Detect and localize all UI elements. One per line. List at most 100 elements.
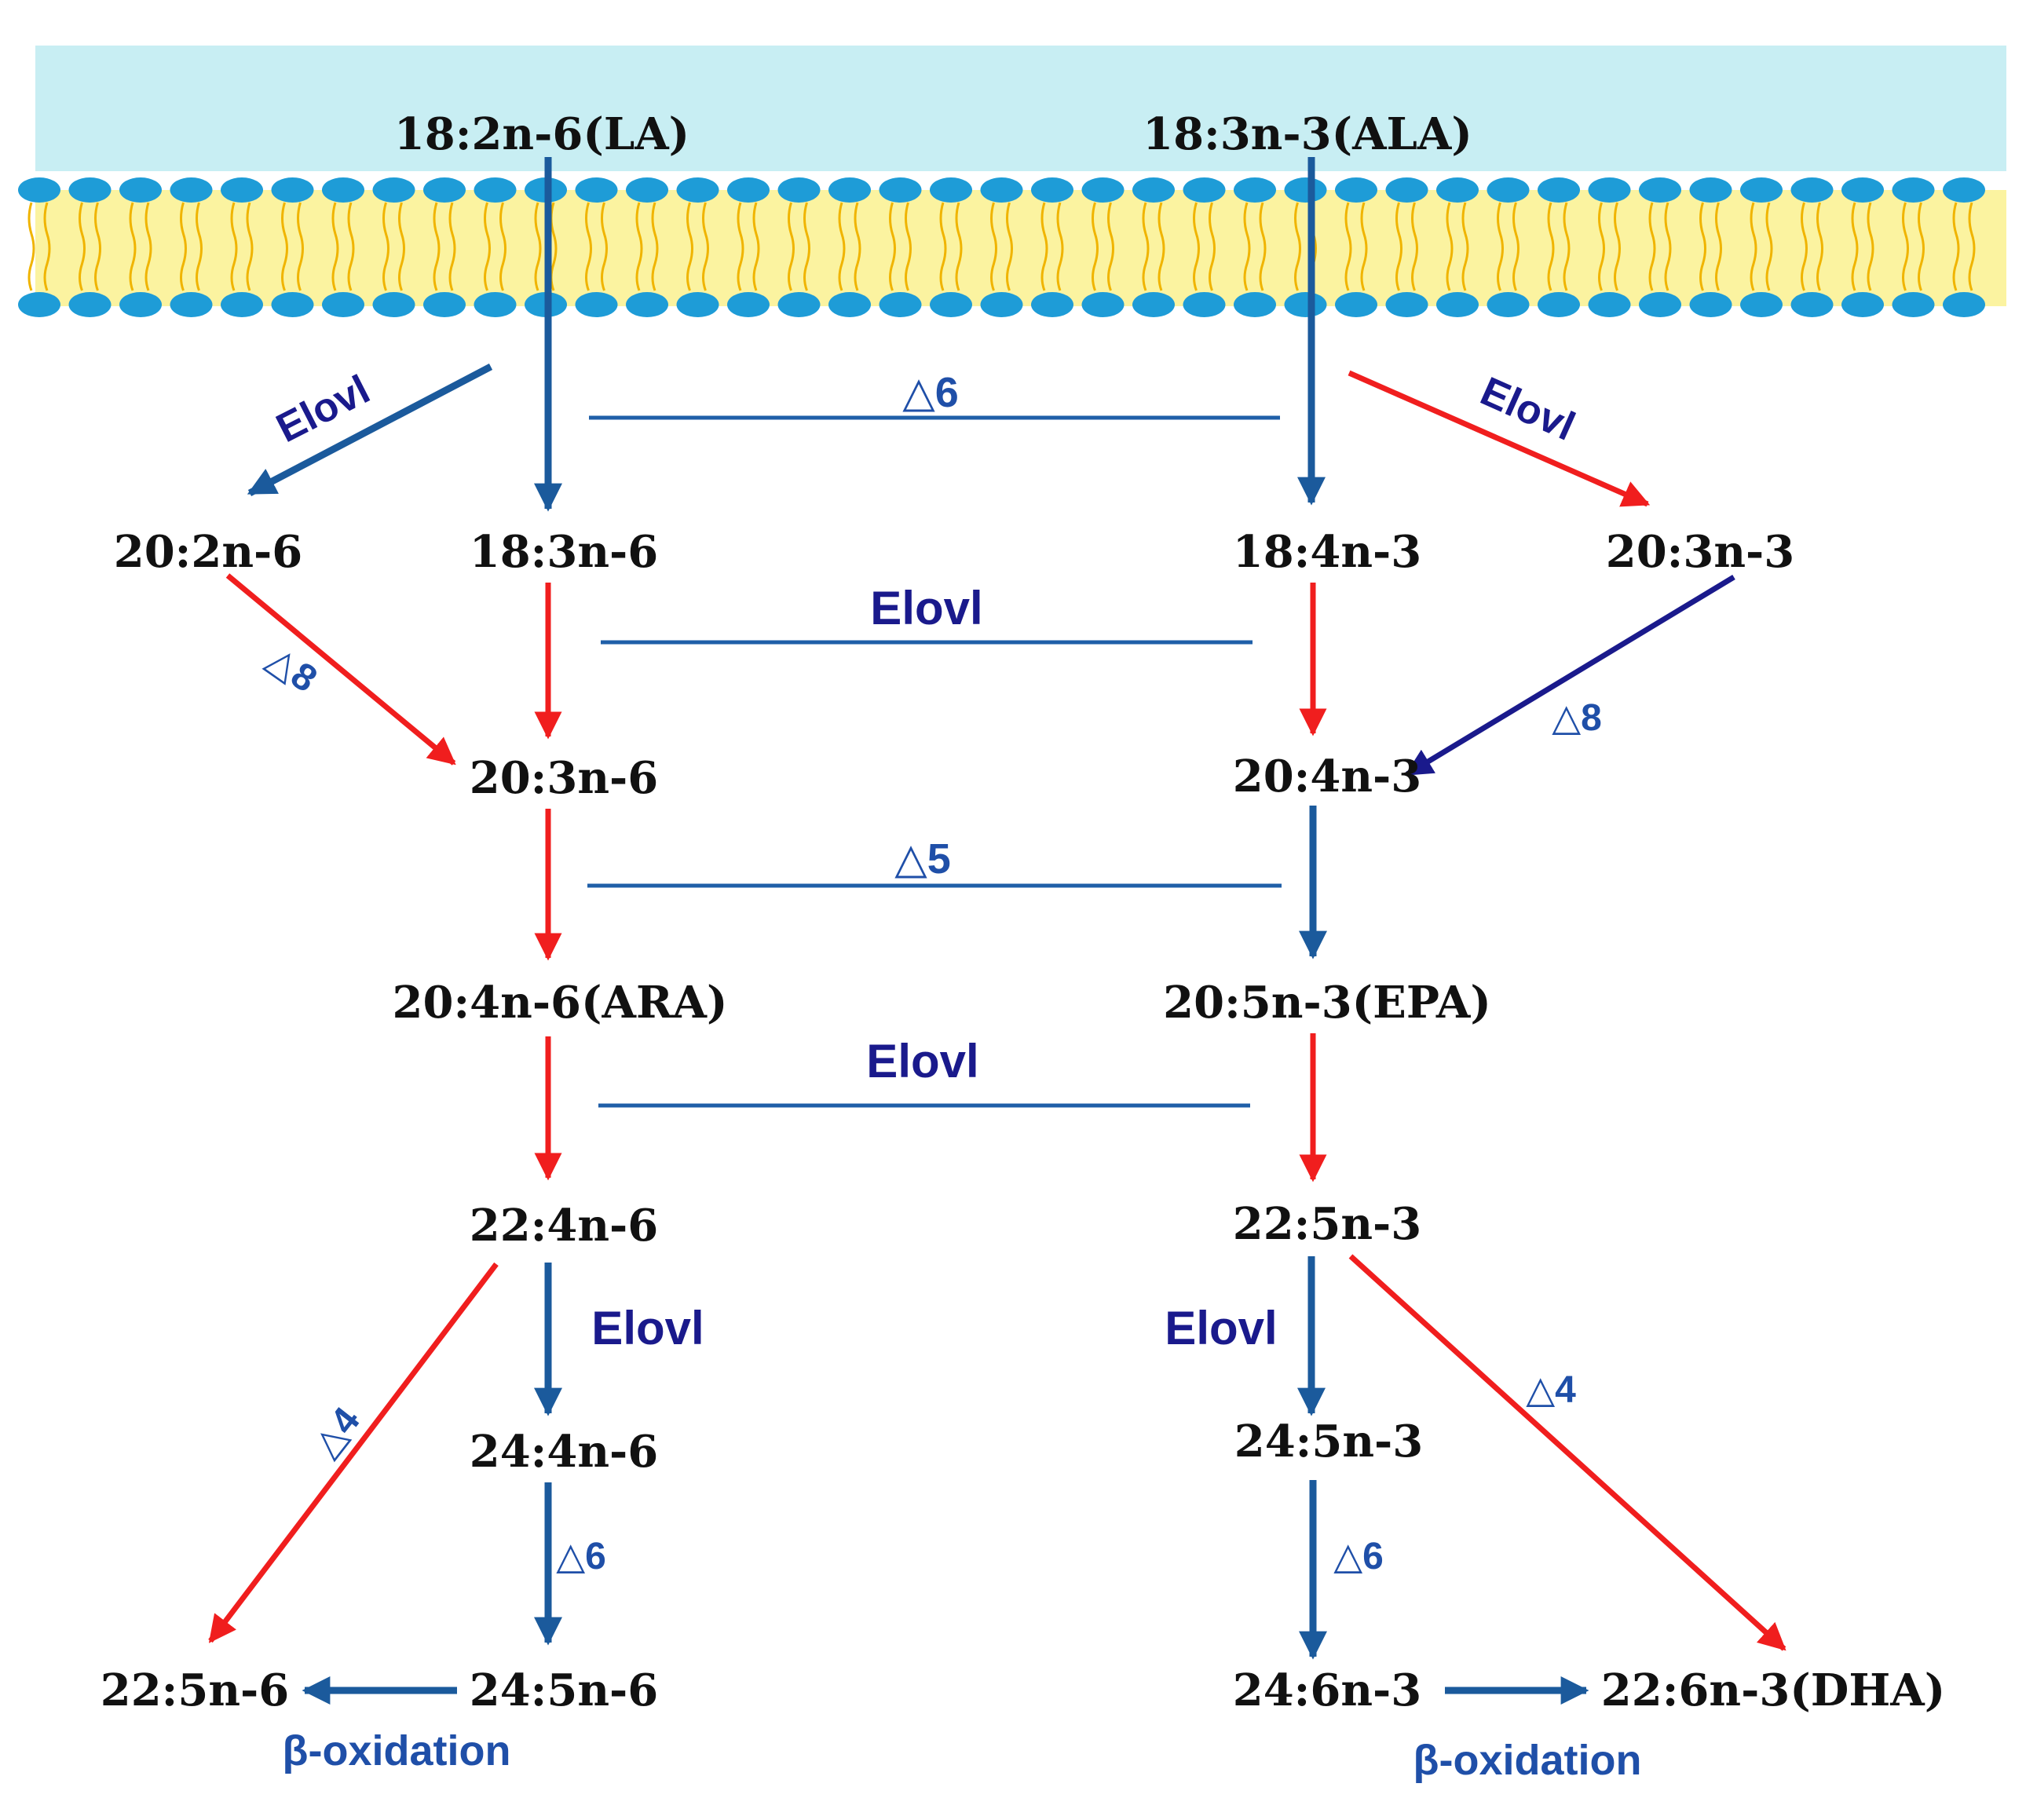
- lipid-tail: [1107, 202, 1114, 291]
- compound-20-3n6: 20:3n-6: [470, 752, 659, 804]
- lipid-tail: [297, 202, 304, 291]
- lipid-tail: [585, 202, 592, 291]
- enzyme-elovl-left-diagonal: Elovl: [269, 367, 377, 451]
- lipid-tail: [1902, 202, 1909, 291]
- lipid-heads-top-row: [18, 177, 1985, 203]
- lipid-head: [879, 177, 922, 203]
- lipid-tail: [990, 202, 997, 291]
- enzyme-labels: Elovl Elovl △6 Elovl △8 △8 △5 Elovl Elov…: [259, 367, 1641, 1784]
- lipid-head: [1335, 292, 1377, 317]
- lipid-head: [474, 292, 517, 317]
- lipid-tail: [1411, 202, 1418, 291]
- arrow-22-5n3-to-dha: [1348, 1254, 1786, 1651]
- lipid-head: [575, 177, 618, 203]
- lipid-head: [626, 292, 668, 317]
- compound-20-2n6: 20:2n-6: [114, 526, 303, 578]
- compound-18-3n6: 18:3n-6: [470, 526, 659, 578]
- lipid-head: [727, 292, 770, 317]
- lipid-tail: [1360, 202, 1368, 291]
- lipid-tail: [651, 202, 659, 291]
- lipid-tail: [1157, 202, 1165, 291]
- compound-22-4n6: 22:4n-6: [470, 1200, 659, 1252]
- lipid-head: [423, 177, 466, 203]
- lipid-head: [777, 177, 821, 203]
- arrow-la-to-20-2n6: [247, 364, 493, 496]
- lipid-tail: [854, 202, 861, 291]
- lipid-head: [474, 177, 517, 203]
- lipid-head: [1740, 177, 1783, 203]
- lipid-head: [879, 292, 922, 317]
- compound-22-5n6: 22:5n-6: [101, 1665, 290, 1716]
- lipid-tail: [1547, 202, 1555, 291]
- lipid-head: [930, 292, 972, 317]
- lipid-heads-bottom-row: [18, 292, 1985, 317]
- compound-ara: 20:4n-6(ARA): [393, 977, 728, 1029]
- lipid-tail: [838, 202, 846, 291]
- lipid-tail: [347, 202, 355, 291]
- lipid-head: [1183, 177, 1226, 203]
- cell-membrane: [18, 46, 2006, 317]
- lipid-tail: [1614, 202, 1621, 291]
- lipid-tail: [1395, 202, 1402, 291]
- lipid-tail: [803, 202, 810, 291]
- lipid-head: [930, 177, 972, 203]
- lipid-head: [68, 177, 112, 203]
- lipid-head: [1740, 292, 1783, 317]
- lipid-tail: [955, 202, 963, 291]
- lipid-tail: [1142, 202, 1150, 291]
- enzyme-elovl-row2: Elovl: [870, 582, 982, 634]
- arrow-20-2n6-to-20-3n6: [225, 573, 456, 766]
- compound-20-3n3: 20:3n-3: [1606, 526, 1795, 578]
- lipid-tail: [686, 202, 693, 291]
- lipid-head: [1790, 177, 1834, 203]
- enzyme-d4-right: △4: [1526, 1369, 1576, 1411]
- lipid-head: [1436, 177, 1479, 203]
- lipid-head: [1335, 177, 1377, 203]
- lipid-head: [1943, 177, 1985, 203]
- lipid-head: [1132, 292, 1175, 317]
- enzyme-elovl-left-vertical: Elovl: [591, 1302, 704, 1354]
- lipid-tail: [534, 202, 542, 291]
- lipid-tail: [1867, 202, 1874, 291]
- lipid-tail: [1209, 202, 1216, 291]
- lipid-tail: [1193, 202, 1200, 291]
- lipid-head: [18, 177, 60, 203]
- lipid-tail: [1512, 202, 1520, 291]
- enzyme-elovl-row4: Elovl: [866, 1035, 978, 1087]
- enzyme-d6-right-bottom: △6: [1333, 1536, 1384, 1577]
- lipid-head: [1588, 177, 1631, 203]
- lipid-tail: [1243, 202, 1251, 291]
- arrow-20-3n3-to-20-4n3: [1405, 575, 1735, 777]
- lipid-head: [119, 292, 162, 317]
- lipid-head: [271, 292, 314, 317]
- lipid-tail: [1598, 202, 1605, 291]
- lipid-tails: [27, 202, 1976, 291]
- lipid-tail: [43, 202, 51, 291]
- extracellular-space: [35, 46, 2006, 171]
- lipid-tail: [889, 202, 896, 291]
- lipid-tail: [1259, 202, 1267, 291]
- lipid-head: [676, 292, 719, 317]
- lipid-tail: [1563, 202, 1571, 291]
- compound-la: 18:2n-6(LA): [394, 108, 689, 160]
- compound-epa: 20:5n-3(EPA): [1163, 977, 1491, 1029]
- lipid-tail: [180, 202, 187, 291]
- compound-20-4n3: 20:4n-3: [1233, 751, 1422, 802]
- lipid-head: [1639, 177, 1681, 203]
- lipid-tail: [1056, 202, 1064, 291]
- lipid-head: [1588, 292, 1631, 317]
- lipid-head: [221, 292, 263, 317]
- lipid-tail: [230, 202, 238, 291]
- compound-24-5n6: 24:5n-6: [470, 1665, 659, 1716]
- lipid-head: [1234, 177, 1276, 203]
- lipid-head: [68, 292, 112, 317]
- lipid-tail: [1750, 202, 1757, 291]
- compound-labels: 18:2n-6(LA) 18:3n-3(ALA) 20:2n-6 18:3n-6…: [101, 108, 1945, 1716]
- lipid-head: [170, 292, 213, 317]
- lipid-head: [828, 177, 871, 203]
- enzyme-d4-left: △4: [305, 1400, 368, 1465]
- lipid-tail: [144, 202, 152, 291]
- lipid-head: [1385, 292, 1428, 317]
